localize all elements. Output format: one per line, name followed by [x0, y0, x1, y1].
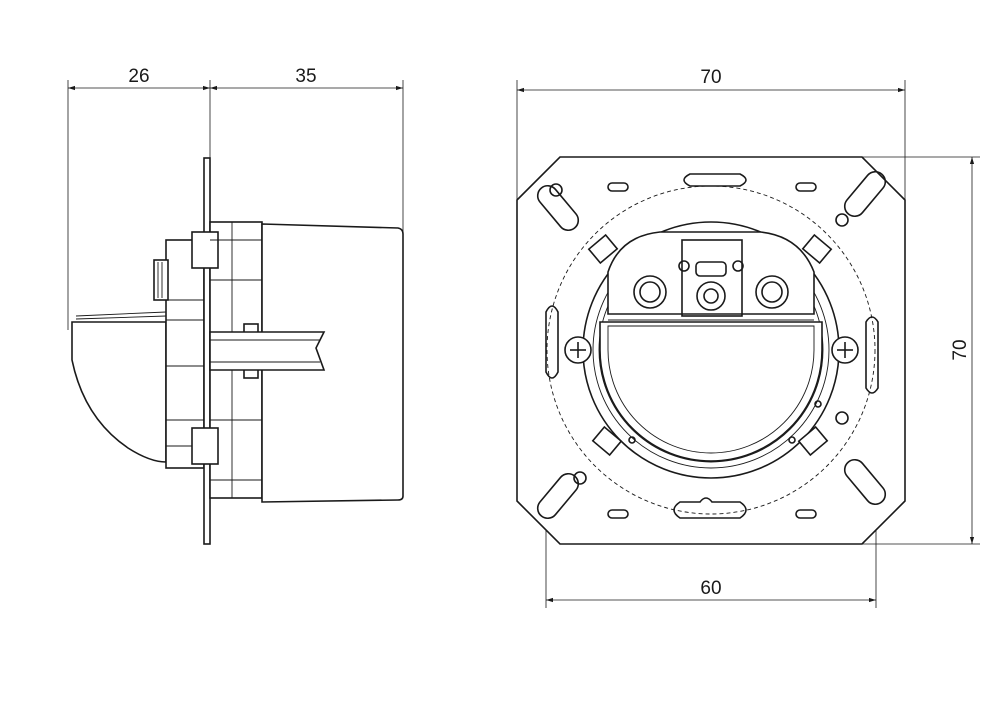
dim-label-26: 26: [128, 66, 149, 87]
terminal-right: [755, 275, 789, 309]
front-view: 70 70 60: [516, 67, 980, 608]
lens-dome: [71, 321, 167, 463]
dim-label-70-top: 70: [700, 67, 721, 88]
terminal-block: [607, 231, 815, 315]
mounting-plate: [203, 157, 211, 545]
dim-label-35: 35: [295, 66, 316, 87]
terminal-center: [696, 281, 726, 311]
hole-br: [835, 411, 849, 425]
hole-tr: [835, 213, 849, 227]
side-view: 26 35: [67, 66, 404, 545]
hole-tl: [549, 183, 563, 197]
clip-bottom: [191, 427, 219, 465]
clip-top: [191, 231, 219, 269]
hole-bl: [573, 471, 587, 485]
screw-left: [564, 336, 592, 364]
rear-housing: [261, 223, 404, 503]
dim-label-60: 60: [700, 578, 721, 599]
sensor-lens: [599, 321, 823, 462]
terminal-left: [633, 275, 667, 309]
lens-rim-top: [75, 311, 167, 317]
front-clip-top: [153, 259, 169, 301]
screw-right: [831, 336, 859, 364]
dim-label-70-right: 70: [950, 339, 971, 360]
central-shaft: [209, 331, 326, 371]
